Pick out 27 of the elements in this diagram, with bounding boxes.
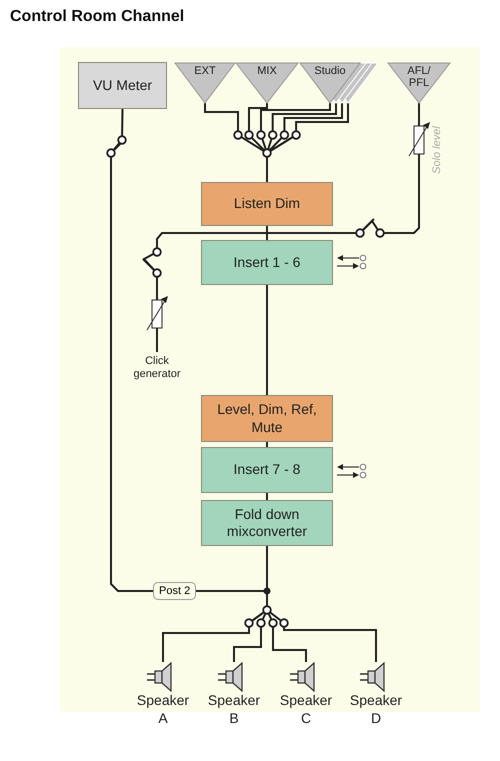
process-box: Level, Dim, Ref, Mute [201, 395, 333, 442]
process-box: VU Meter [78, 62, 167, 109]
speaker-label: Speaker A [136, 692, 190, 727]
input-label: AFL/ PFL [406, 66, 432, 90]
speaker-label: Speaker D [348, 692, 404, 727]
connector-line [266, 442, 268, 447]
process-box: Fold down mixconverter [201, 500, 333, 546]
process-box: Insert 1 - 6 [201, 240, 333, 285]
input-label: Studio [313, 66, 347, 78]
connector-line [266, 493, 268, 500]
speaker-label: Speaker B [206, 692, 262, 727]
process-box: Insert 7 - 8 [201, 447, 333, 493]
input-triangle [175, 63, 235, 103]
input-label: MIX [256, 66, 278, 78]
rotated-label: Solo level [431, 125, 443, 176]
input-triangle [300, 63, 378, 103]
connector-line [266, 226, 268, 240]
connector-line [266, 285, 268, 395]
process-box: Listen Dim [201, 182, 333, 226]
text-label: Click generator [132, 354, 182, 382]
input-triangle [236, 63, 298, 103]
connector-line [142, 232, 268, 352]
title: Control Room Channel [10, 8, 184, 26]
speaker-label: Speaker C [278, 692, 334, 727]
input-label: EXT [193, 66, 217, 78]
edge-label: Post 2 [153, 582, 196, 600]
input-triangle [388, 63, 450, 103]
